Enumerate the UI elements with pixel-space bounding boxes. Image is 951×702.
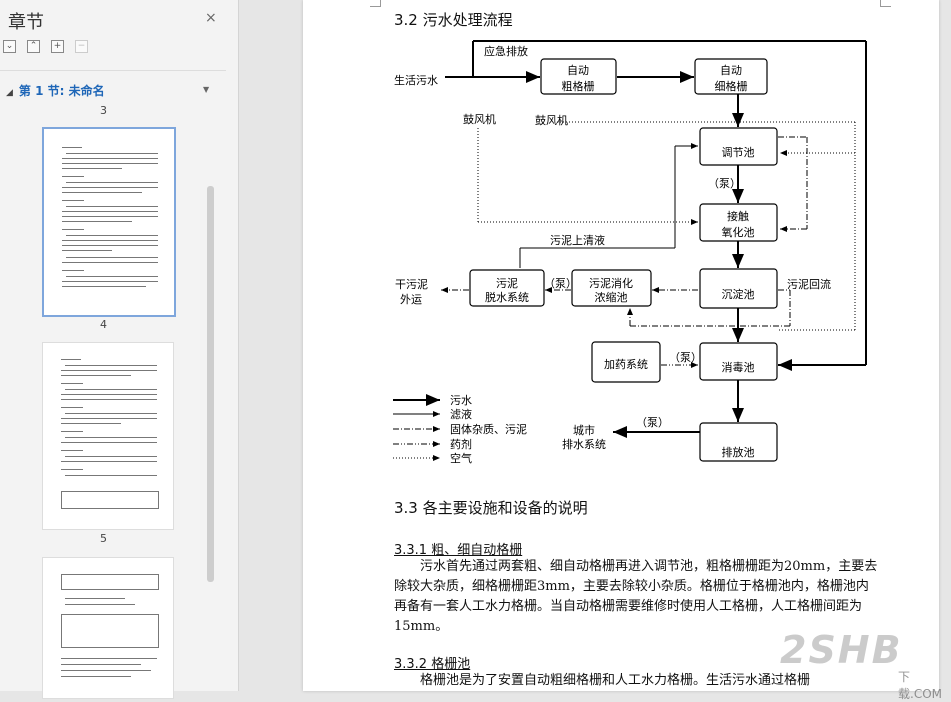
page-thumbnail-4[interactable] [42, 127, 176, 317]
emergency-discharge-label: 应急排放 [484, 44, 528, 58]
page-thumbnail-5[interactable] [42, 342, 174, 530]
sludge-digestion-box [571, 269, 652, 307]
watermark-site: 下载.COM [898, 670, 942, 701]
dosing-system-label: 加药系统 [604, 358, 648, 371]
add-section-icon[interactable]: + [51, 40, 64, 53]
heading-3-3-2: 3.3.2 格栅池 [394, 657, 471, 672]
sludge-digestion-label-1: 污泥消化 [589, 276, 633, 290]
fine-screen-label-1: 自动 [720, 64, 742, 77]
legend-label-air: 空气 [450, 451, 472, 464]
section-label: 第 1 节: 未命名 [18, 84, 105, 98]
fine-screen-box [694, 58, 768, 95]
pump-label-1: （泵） [708, 177, 741, 190]
watermark-logo: 2SHB [780, 628, 903, 672]
sludge-supernatant-label: 污泥上清液 [550, 233, 605, 247]
pump-label-3: （泵） [669, 351, 702, 364]
legend-lines [393, 394, 440, 461]
remove-section-icon[interactable]: − [75, 40, 88, 53]
page-thumbnail-6[interactable] [42, 557, 174, 699]
legend-label-chemical: 药剂 [450, 437, 472, 451]
chevron-down-icon[interactable]: ▼ [203, 85, 210, 94]
legend-label-sewage: 污水 [450, 394, 472, 407]
paragraph-3-3-1: 污水首先通过两套粗、细自动格栅再进入调节池，粗格栅栅距为20mm，主要去除较大杂… [394, 559, 878, 634]
blower-label-2: 鼓风机 [535, 113, 568, 127]
legend-label-sludge: 固体杂质、污泥 [450, 422, 527, 436]
settling-tank-box [699, 268, 778, 309]
blower-label-1: 鼓风机 [463, 112, 496, 126]
contact-oxidation-box [699, 203, 778, 242]
disinfect-box [699, 342, 778, 381]
dewater-box [469, 269, 545, 307]
dry-sludge-label-1: 干污泥 [395, 278, 428, 291]
legend-label-filtrate: 滤液 [450, 407, 472, 421]
expand-icon[interactable]: ⌄ [3, 40, 16, 53]
sludge-return-label: 污泥回流 [787, 277, 831, 291]
nav-title: 章节 [8, 12, 44, 33]
discharge-tank-label: 排放池 [722, 445, 755, 459]
coarse-screen-label-2: 粗格栅 [562, 79, 595, 93]
page-number: 3 [100, 104, 107, 117]
process-flow-diagram: 生活污水 应急排放 自动 粗格栅 自动 细格栅 鼓风机 鼓风机 调节池 （泵） … [393, 40, 867, 464]
section-item[interactable]: ◢ 第 1 节: 未命名 [6, 82, 105, 99]
pump-label-2: （泵） [544, 277, 577, 290]
expand-triangle-icon[interactable]: ◢ [6, 88, 13, 98]
raw-sewage-label: 生活污水 [394, 73, 438, 87]
pump-label-4: （泵） [636, 416, 669, 429]
heading-3-2: 3.2 污水处理流程 [394, 11, 513, 29]
coarse-screen-box [540, 58, 617, 95]
dry-sludge-label-2: 外运 [400, 293, 422, 306]
heading-3-3: 3.3 各主要设施和设备的说明 [394, 499, 588, 517]
adjust-tank-label: 调节池 [722, 146, 755, 159]
dewater-label-2: 脱水系统 [485, 290, 529, 304]
margin-mark [880, 0, 891, 7]
paragraph-3-3-2: 格栅池是为了安置自动粗细格栅和人工水力格栅。生活污水通过格栅 [420, 673, 811, 688]
dosing-box [591, 341, 661, 383]
page-number: 4 [100, 318, 107, 331]
close-icon[interactable]: × [205, 10, 217, 26]
dewater-label-1: 污泥 [496, 277, 518, 290]
city-drain-label-1: 城市 [573, 423, 595, 437]
adjust-tank-box [699, 127, 778, 166]
sludge-digestion-label-2: 浓缩池 [595, 291, 628, 304]
city-drain-label-2: 排水系统 [562, 437, 606, 451]
scrollbar-thumb[interactable] [207, 186, 214, 582]
discharge-box [699, 422, 778, 462]
divider [0, 70, 226, 71]
disinfect-label: 消毒池 [722, 360, 755, 374]
chapter-nav-pane: 章节 × ⌄ ⌃ + − ◢ 第 1 节: 未命名 ▼ 3 4 5 [0, 0, 239, 699]
collapse-icon[interactable]: ⌃ [27, 40, 40, 53]
contact-oxidation-label-1: 接触 [727, 209, 749, 223]
page-number: 5 [100, 532, 107, 545]
fine-screen-label-2: 细格栅 [715, 79, 748, 93]
coarse-screen-label-1: 自动 [567, 64, 589, 77]
contact-oxidation-label-2: 氧化池 [722, 225, 755, 239]
heading-3-3-1: 3.3.1 粗、细自动格栅 [394, 543, 523, 558]
settling-tank-label: 沉淀池 [722, 287, 755, 301]
margin-mark [370, 0, 381, 7]
